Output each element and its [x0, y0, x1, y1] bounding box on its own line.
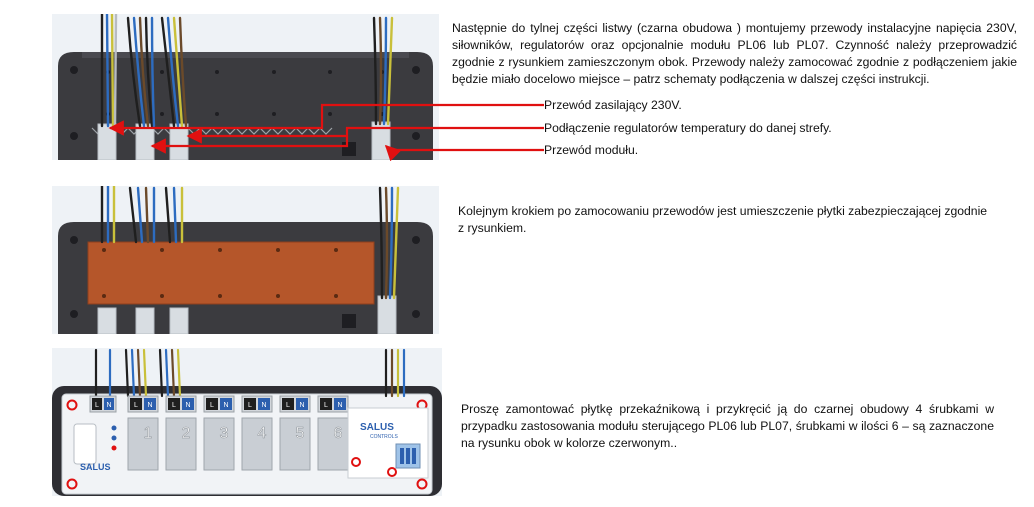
- zone-number: 2: [182, 425, 191, 442]
- zone-relay: [203, 417, 235, 471]
- zone-terminal-label: L: [286, 402, 290, 409]
- zone-terminal-cell: [320, 398, 332, 410]
- zone-block-5: L N 5: [279, 395, 311, 471]
- zone-terminal-label: L: [248, 402, 252, 409]
- zone-block-4: L N 4: [241, 395, 273, 471]
- figure-housing-wires: [52, 14, 439, 160]
- zone-terminal-label: N: [185, 402, 190, 409]
- zone-terminal-label: N: [337, 402, 342, 409]
- brand-logo-right: SALUS: [360, 422, 394, 433]
- shield-plate: [87, 241, 375, 305]
- brand-logo-left: SALUS: [80, 462, 111, 472]
- zone-terminal-cell: [206, 398, 218, 410]
- zone-terminal-label: L: [210, 402, 214, 409]
- zone-terminal-cell: [220, 398, 232, 410]
- zone-relay: [241, 417, 273, 471]
- zone-terminal-cell: [334, 398, 346, 410]
- zone-terminal-cell: [144, 398, 156, 410]
- figure-shield-plate: [52, 186, 439, 334]
- zone-terminal-cell: [182, 398, 194, 410]
- zone-relay: [165, 417, 197, 471]
- zone-terminal-label: N: [223, 402, 228, 409]
- section-2-line-2: z rysunkiem.: [458, 221, 527, 235]
- zone-number: 3: [220, 425, 229, 442]
- zone-terminal-cell: [244, 398, 256, 410]
- zone-number: 5: [296, 425, 305, 442]
- zone-terminal-cell: [282, 398, 294, 410]
- zone-number: 6: [334, 425, 343, 442]
- zone-block-2: L N 2: [165, 395, 197, 471]
- zone-terminal-label: L: [324, 402, 328, 409]
- callout-regulator-connection: Podłączenie regulatorów temperatury do d…: [544, 121, 832, 135]
- section-3-text: Proszę zamontować płytkę przekaźnikową i…: [461, 402, 994, 450]
- zone-terminal-cell: [168, 398, 180, 410]
- zone-terminal-label: L: [172, 402, 176, 409]
- zone-terminal-cell: [296, 398, 308, 410]
- power-terminal: L N: [89, 395, 117, 413]
- zone-terminal-label: N: [299, 402, 304, 409]
- brand-sub: CONTROLS: [370, 434, 398, 440]
- callout-module-cable: Przewód modułu.: [544, 143, 639, 157]
- zone-terminal-label: L: [134, 402, 138, 409]
- zone-relay: [127, 417, 159, 471]
- section-2-line-1: Kolejnym krokiem po zamocowaniu przewodó…: [458, 204, 988, 218]
- module-panel: [347, 407, 429, 479]
- power-terminal-label-l: L: [95, 402, 99, 409]
- power-terminal-label-n: N: [106, 402, 111, 409]
- zone-terminal-label: N: [147, 402, 152, 409]
- callout-power-cable: Przewód zasilający 230V.: [544, 98, 682, 112]
- zone-block-3: L N 3: [203, 395, 235, 471]
- section-2-text: Kolejnym krokiem po zamocowaniu przewodó…: [458, 203, 990, 237]
- section-1-text: Następnie do tylnej części listwy (czarn…: [452, 21, 1017, 86]
- zone-terminal-label: N: [261, 402, 266, 409]
- zone-block-6: L N 6: [317, 395, 349, 471]
- zone-terminal-cell: [130, 398, 142, 410]
- fuse-holder: [73, 423, 97, 465]
- zone-terminal-cell: [258, 398, 270, 410]
- zone-block-1: L N 1: [127, 395, 159, 471]
- zone-number: 1: [144, 425, 153, 442]
- zone-number: 4: [258, 425, 267, 442]
- zone-relay: [279, 417, 311, 471]
